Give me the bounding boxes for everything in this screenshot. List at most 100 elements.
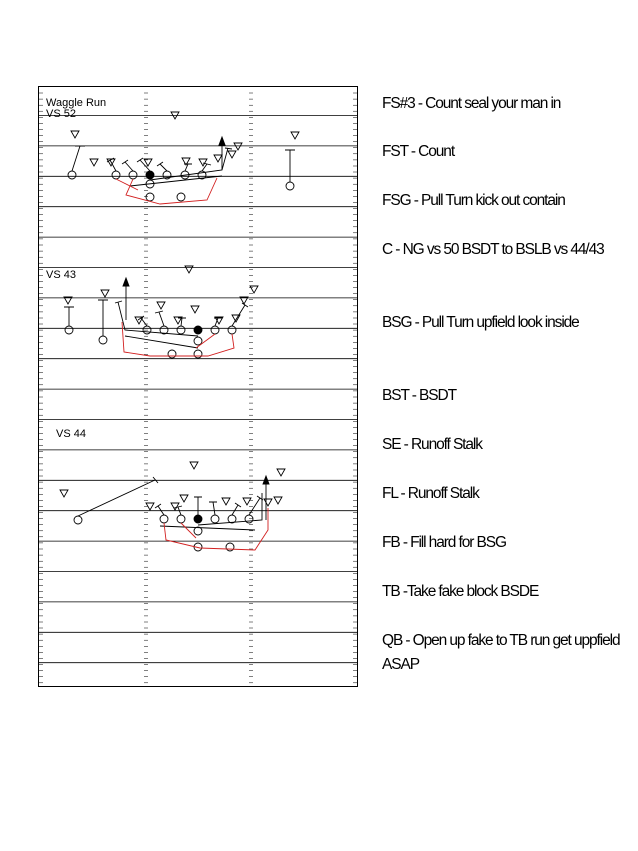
defender-icon xyxy=(170,111,180,120)
note-se: SE - Runoff Stalk xyxy=(382,436,483,453)
play-title: Waggle Run xyxy=(46,97,106,109)
hash-marks xyxy=(39,92,357,684)
defender-icon xyxy=(233,142,243,151)
block-line xyxy=(129,175,223,187)
arrow-head xyxy=(122,276,130,287)
block-line xyxy=(136,157,151,172)
defender-icon xyxy=(263,498,273,507)
player-icon xyxy=(64,325,74,335)
block-line xyxy=(248,495,264,516)
defender-icon xyxy=(231,314,241,323)
block-line xyxy=(173,505,183,516)
note-fst: FST - Count xyxy=(382,143,455,160)
player-icon xyxy=(111,170,121,180)
defense-label-44: VS 44 xyxy=(56,428,86,440)
note-qb: QB - Open up fake to TB run get uppfield… xyxy=(382,632,621,673)
player-icon xyxy=(193,526,203,536)
arrow-head xyxy=(218,135,226,146)
diagram-vs-44 xyxy=(59,461,286,552)
note-fb: FB - Fill hard for BSG xyxy=(382,534,507,551)
assignment-notes: FS#3 - Count seal your man in FST - Coun… xyxy=(382,92,632,677)
player-icon xyxy=(145,192,155,202)
defender-icon xyxy=(189,461,199,470)
field-border xyxy=(38,86,358,687)
player-icon xyxy=(176,514,186,524)
defender-icon xyxy=(106,158,116,167)
defender-icon xyxy=(276,468,286,477)
defender-icon xyxy=(100,289,110,298)
yard-lines xyxy=(39,115,357,664)
pull-route xyxy=(125,177,218,205)
defender-icon xyxy=(242,497,252,506)
defender-icon xyxy=(89,158,99,167)
pull-route xyxy=(163,508,269,551)
diagram-vs-52 xyxy=(67,111,300,205)
defender-icon xyxy=(143,158,153,167)
defender-icon xyxy=(198,158,208,167)
block-line xyxy=(124,335,199,349)
defender-icon xyxy=(227,150,237,159)
block-line xyxy=(106,157,117,172)
note-fl: FL - Runoff Stalk xyxy=(382,485,480,502)
arrow-head xyxy=(262,474,270,485)
block-line xyxy=(201,162,212,172)
block-line xyxy=(194,496,202,515)
block-line xyxy=(114,300,199,337)
defender-icon xyxy=(179,494,189,503)
defender-icon xyxy=(145,502,155,511)
center-icon xyxy=(145,170,155,180)
defender-icon xyxy=(59,489,69,498)
block-line xyxy=(154,503,165,516)
note-bst: BST - BSDT xyxy=(382,387,457,404)
block-line xyxy=(231,502,242,516)
player-icon xyxy=(193,336,203,346)
block-line xyxy=(231,302,249,327)
block-line xyxy=(184,163,192,172)
block-line xyxy=(214,317,222,327)
defender-icon xyxy=(290,131,300,140)
defender-icon xyxy=(170,502,180,511)
player-icon xyxy=(176,192,186,202)
note-fsg: FSG - Pull Turn kick out contain xyxy=(382,192,566,209)
diagram-vs-43 xyxy=(63,265,259,359)
defender-icon xyxy=(181,157,191,166)
defender-icon xyxy=(70,130,80,139)
block-line xyxy=(98,299,108,336)
player-icon xyxy=(210,514,220,524)
player-icon xyxy=(67,170,77,180)
player-icon xyxy=(159,514,169,524)
block-line xyxy=(156,161,168,172)
defender-icon xyxy=(239,296,249,305)
block-line xyxy=(64,306,74,326)
player-icon xyxy=(193,349,203,359)
block-line xyxy=(285,149,295,182)
defender-icon xyxy=(221,497,231,506)
player-icon xyxy=(73,515,83,525)
block-line xyxy=(137,315,148,327)
player-icon xyxy=(244,514,254,524)
block-line xyxy=(71,145,85,172)
center-icon xyxy=(193,514,203,524)
pull-route xyxy=(115,178,139,191)
block-line xyxy=(121,159,134,172)
defender-icon xyxy=(134,316,144,325)
player-icon xyxy=(210,325,220,335)
player-icon xyxy=(176,325,186,335)
block-line xyxy=(197,493,263,526)
player-icon xyxy=(167,349,177,359)
defense-label-52: VS 52 xyxy=(46,108,76,120)
center-icon xyxy=(193,325,203,335)
defender-icon xyxy=(173,316,183,325)
defender-icon xyxy=(213,154,223,163)
pull-route xyxy=(195,333,216,349)
block-line xyxy=(77,476,159,517)
pull-route xyxy=(121,321,235,357)
block-line xyxy=(178,317,186,327)
block-line xyxy=(209,501,217,516)
defender-icon xyxy=(249,285,259,294)
block-line xyxy=(159,525,256,531)
defender-icon xyxy=(190,305,200,314)
player-icon xyxy=(227,325,237,335)
note-fs3: FS#3 - Count seal your man in xyxy=(382,95,561,112)
